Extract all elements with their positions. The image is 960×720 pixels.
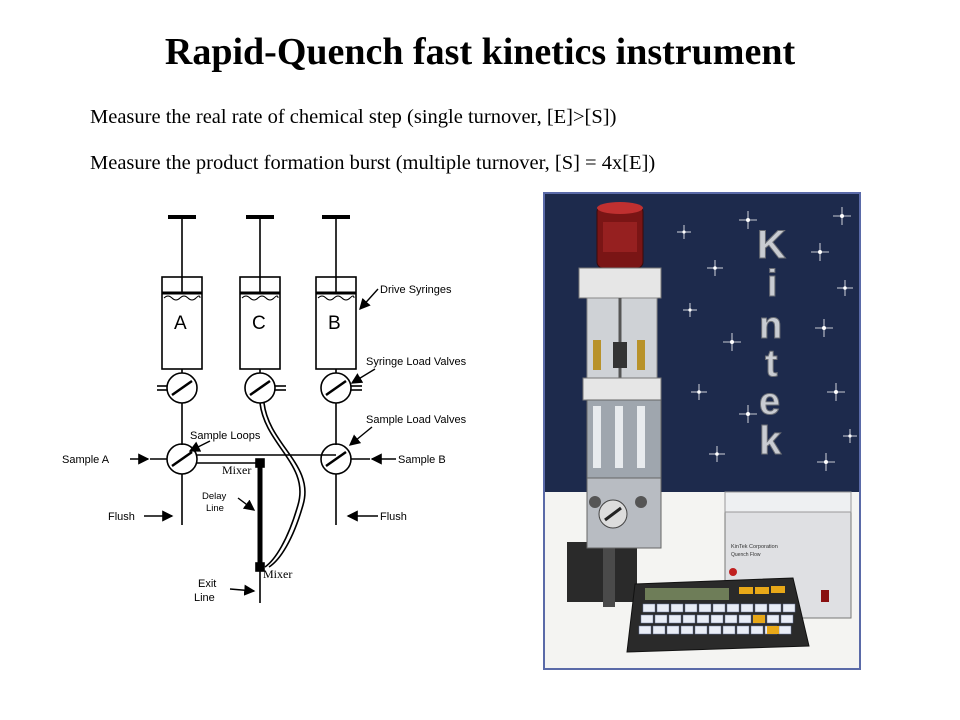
sample-load-valve-b bbox=[320, 443, 352, 475]
syringe-load-valve-b bbox=[320, 372, 362, 404]
label-flush-right: Flush bbox=[380, 511, 407, 523]
syringe-load-valve-a bbox=[157, 372, 198, 404]
label-sample-load-valves: Sample Load Valves bbox=[366, 414, 467, 426]
quench-flow-schematic: A C B Drive Syringes Syringe Load Valves… bbox=[62, 215, 467, 604]
svg-text:k: k bbox=[759, 419, 782, 463]
sample-load-valve-a bbox=[166, 443, 198, 475]
label-sample-a: Sample A bbox=[62, 454, 110, 466]
svg-text:i: i bbox=[767, 263, 778, 305]
svg-text:n: n bbox=[759, 305, 782, 347]
slide-title: Rapid-Quench fast kinetics instrument bbox=[164, 31, 796, 73]
svg-text:t: t bbox=[765, 343, 778, 385]
label-mixer-bottom: Mixer bbox=[263, 567, 292, 581]
label-syringe-load-valves: Syringe Load Valves bbox=[366, 356, 467, 368]
syringe-label-b: B bbox=[328, 313, 341, 334]
label-exit: Exit bbox=[198, 578, 216, 590]
syringe-label-a: A bbox=[174, 313, 187, 334]
label-delay: Delay bbox=[202, 491, 227, 502]
svg-text:Quench Flow: Quench Flow bbox=[731, 552, 761, 558]
svg-text:KinTek Corporation: KinTek Corporation bbox=[731, 544, 778, 550]
label-drive-syringes: Drive Syringes bbox=[380, 284, 452, 296]
label-exit-line: Line bbox=[194, 592, 215, 604]
svg-text:K: K bbox=[757, 223, 786, 267]
label-mixer-top: Mixer bbox=[222, 463, 251, 477]
label-delay-line: Line bbox=[206, 503, 224, 514]
bullet-single-turnover: Measure the real rate of chemical step (… bbox=[90, 106, 617, 128]
quench-flow-apparatus bbox=[567, 202, 662, 607]
kintek-instrument-photo: K i n t e k KinT bbox=[543, 192, 861, 670]
label-sample-b: Sample B bbox=[398, 454, 446, 466]
syringe-label-c: C bbox=[252, 313, 266, 334]
syringe-load-valve-c bbox=[244, 372, 286, 404]
svg-text:e: e bbox=[759, 381, 780, 423]
sparkle-stars bbox=[677, 207, 857, 471]
kintek-logo: K i n t e k bbox=[757, 223, 787, 464]
label-flush-left: Flush bbox=[108, 511, 135, 523]
label-sample-loops: Sample Loops bbox=[190, 430, 261, 442]
bullet-burst: Measure the product formation burst (mul… bbox=[90, 152, 656, 174]
keypad-terminal bbox=[626, 577, 810, 653]
